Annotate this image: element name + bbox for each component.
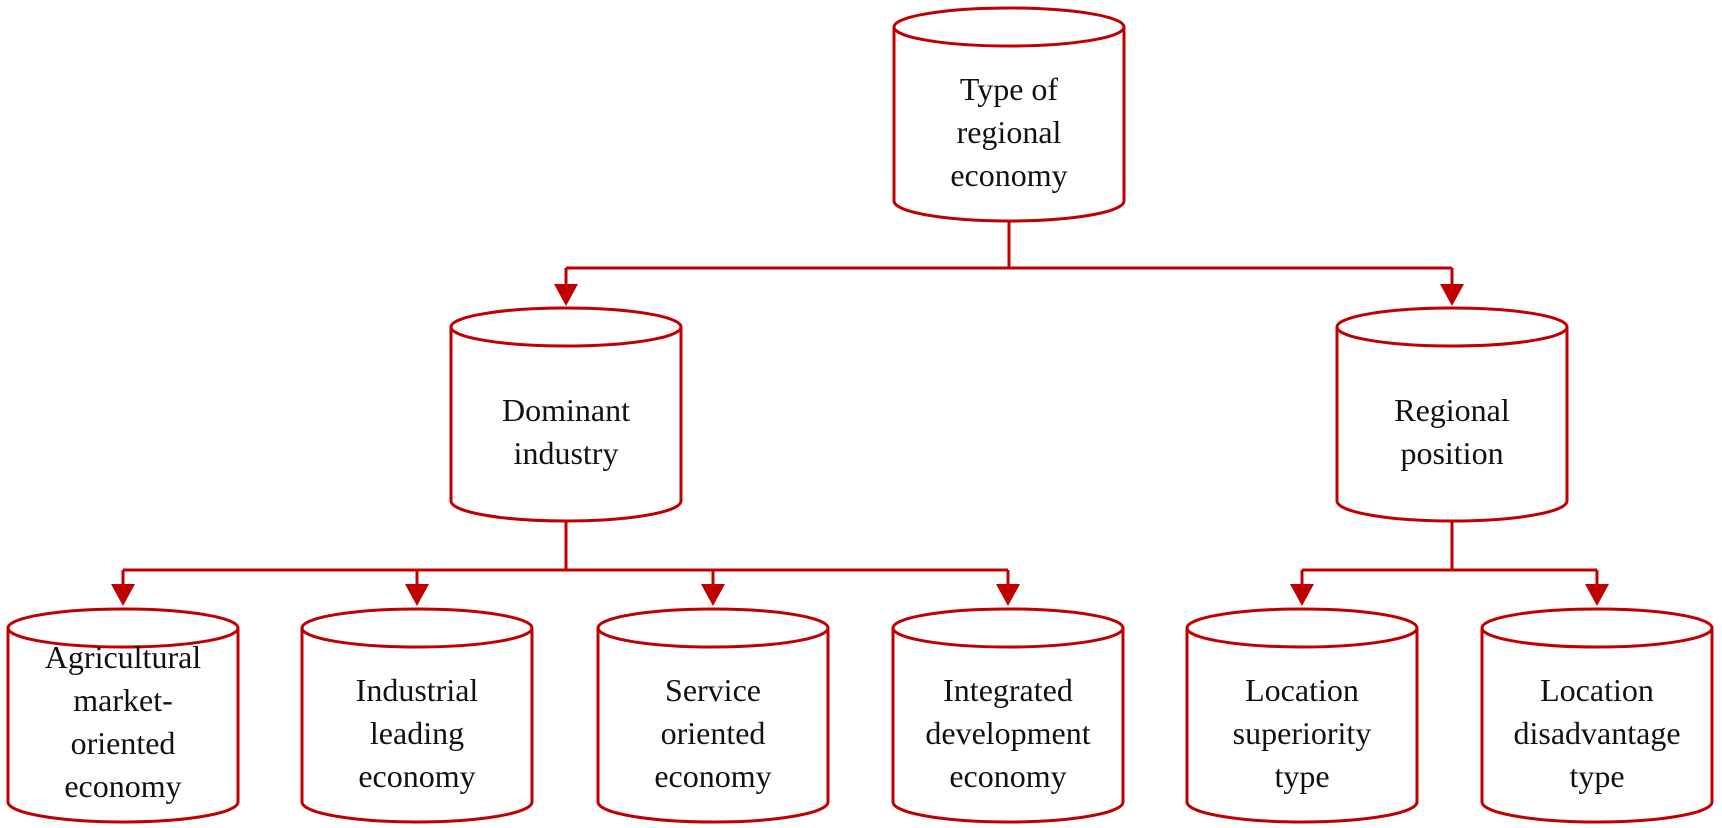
node-location-superiority-type: Location superiority type — [1184, 606, 1420, 824]
node-label: Type of regional economy — [950, 70, 1068, 193]
node-dominant-industry: Dominant industry — [448, 305, 684, 523]
node-label: Industrial leading economy — [355, 671, 479, 794]
node-label: Location superiority type — [1232, 671, 1372, 794]
node-regional-position: Regional position — [1334, 305, 1570, 523]
node-label: Dominant industry — [502, 392, 630, 471]
node-label: Service oriented economy — [654, 671, 772, 794]
node-label: Location disadvantage type — [1513, 671, 1681, 794]
node-label: Regional position — [1394, 392, 1510, 471]
node-location-disadvantage-type: Location disadvantage type — [1479, 606, 1715, 824]
node-service-oriented-economy: Service oriented economy — [595, 606, 831, 824]
node-integrated-development-economy: Integrated development economy — [890, 606, 1126, 824]
node-label: Agricultural market- oriented economy — [44, 639, 202, 804]
node-industrial-leading-economy: Industrial leading economy — [299, 606, 535, 824]
node-agricultural-market-oriented-economy: Agricultural market- oriented economy — [5, 606, 241, 824]
node-type-of-regional-economy: Type of regional economy — [891, 5, 1127, 223]
arrowheads — [111, 284, 1609, 606]
node-label: Integrated development economy — [925, 671, 1091, 794]
